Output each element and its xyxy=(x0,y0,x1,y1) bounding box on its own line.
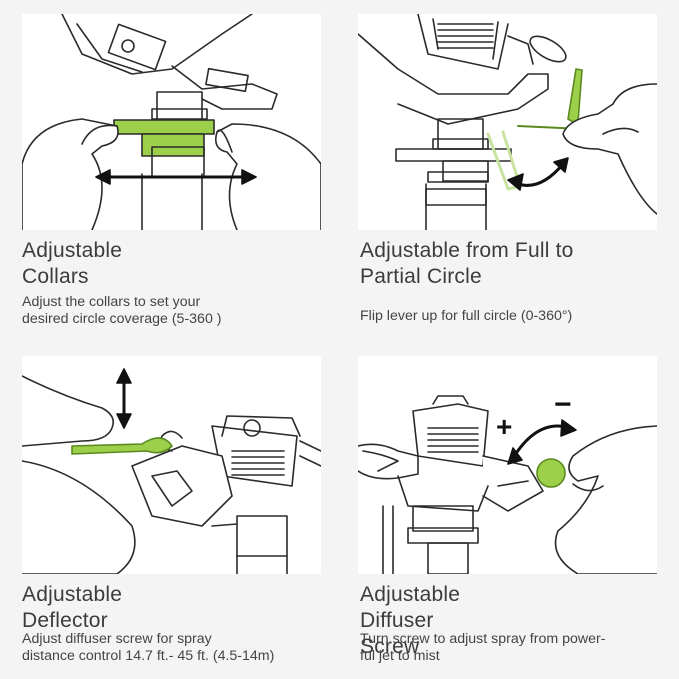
plus-symbol: + xyxy=(496,411,512,442)
adjustable-deflector-illustration xyxy=(22,356,321,574)
panel-description: Turn screw to adjust spray from power- f… xyxy=(360,631,606,664)
diffuser-screw-illustration: + − xyxy=(358,356,657,574)
diffuser-screw xyxy=(536,458,566,488)
panel-title: Adjustable from Full to Partial Circle xyxy=(360,239,574,288)
deflector-tab xyxy=(71,437,173,455)
panel-title: Adjustable Deflector xyxy=(22,583,123,632)
adjustable-collars-illustration xyxy=(22,14,321,230)
collar-ring xyxy=(113,119,215,135)
panel-description: Flip lever up for full circle (0-360°) xyxy=(360,308,573,324)
panel-title: Adjustable Diffuser Screw xyxy=(360,583,461,658)
minus-symbol: − xyxy=(554,388,572,421)
panel-description: Adjust diffuser screw for spray distance… xyxy=(22,631,275,664)
full-partial-circle-illustration xyxy=(358,14,657,230)
panel-description: Adjust the collars to set your desired c… xyxy=(22,294,222,327)
panel-title: Adjustable Collars xyxy=(22,239,123,288)
